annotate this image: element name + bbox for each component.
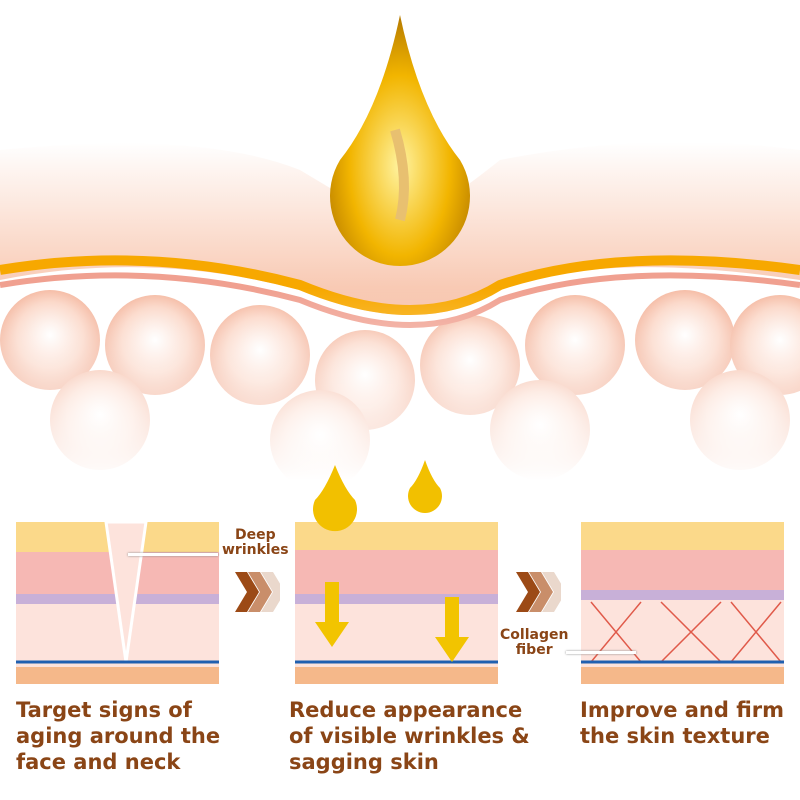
down-arrow-icon <box>435 597 469 662</box>
down-arrow-icon <box>315 582 349 647</box>
step-1-caption: Target signs of aging around the face an… <box>16 698 221 774</box>
step-3-caption: Improve and firm the skin texture <box>580 698 785 748</box>
collagen-fiber-pointer <box>566 651 636 654</box>
collagen-fiber-label: Collagen fiber <box>500 627 569 658</box>
ginseng-root-icon <box>390 128 409 222</box>
panel-firm-skin <box>581 522 784 684</box>
panel-deep-wrinkles <box>16 522 219 684</box>
panel-oil-absorption <box>295 522 498 684</box>
chevron-arrows-icon <box>235 572 280 612</box>
oil-drops-icon <box>313 460 442 532</box>
deep-wrinkles-pointer <box>128 553 218 556</box>
skin-cross-section-illustration <box>0 0 800 480</box>
step-2-caption: Reduce appearance of visible wrinkles & … <box>289 698 530 774</box>
deep-wrinkles-label: Deep wrinkles <box>222 527 289 558</box>
chevron-arrows-icon <box>516 572 561 612</box>
